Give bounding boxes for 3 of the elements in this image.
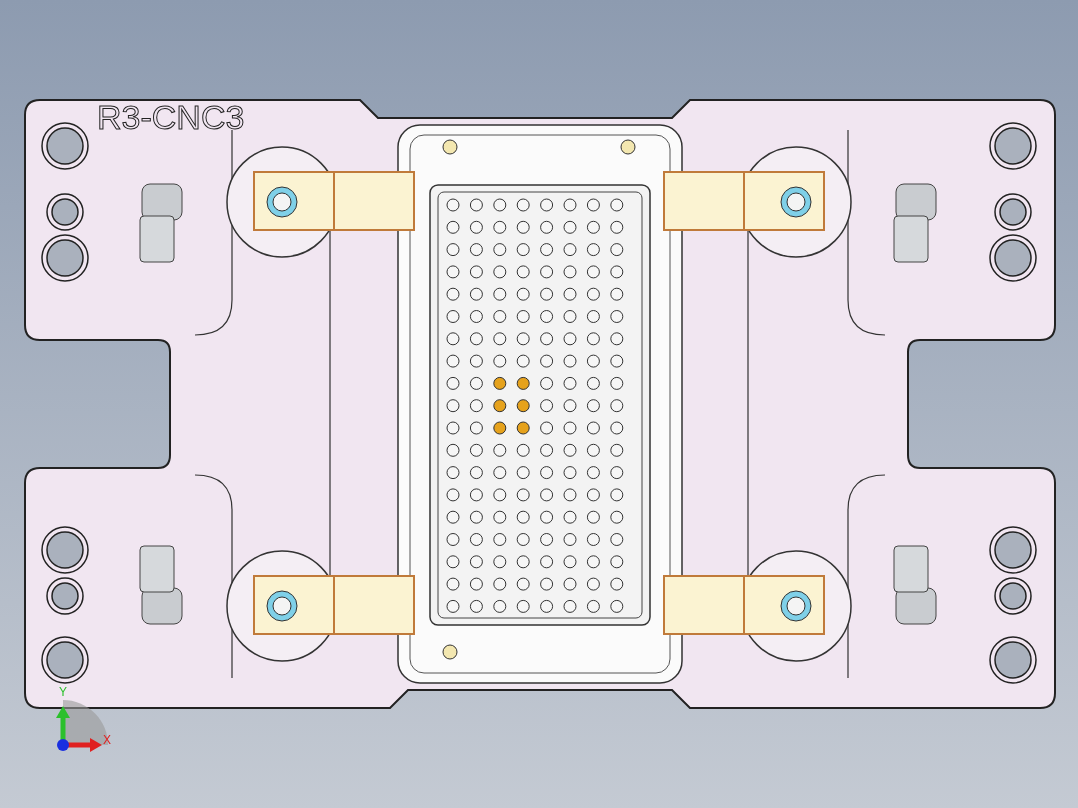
axis-label: Y: [59, 686, 67, 698]
axis-label: X: [103, 734, 111, 746]
part-number-text: R3-CNC3: [97, 100, 245, 134]
